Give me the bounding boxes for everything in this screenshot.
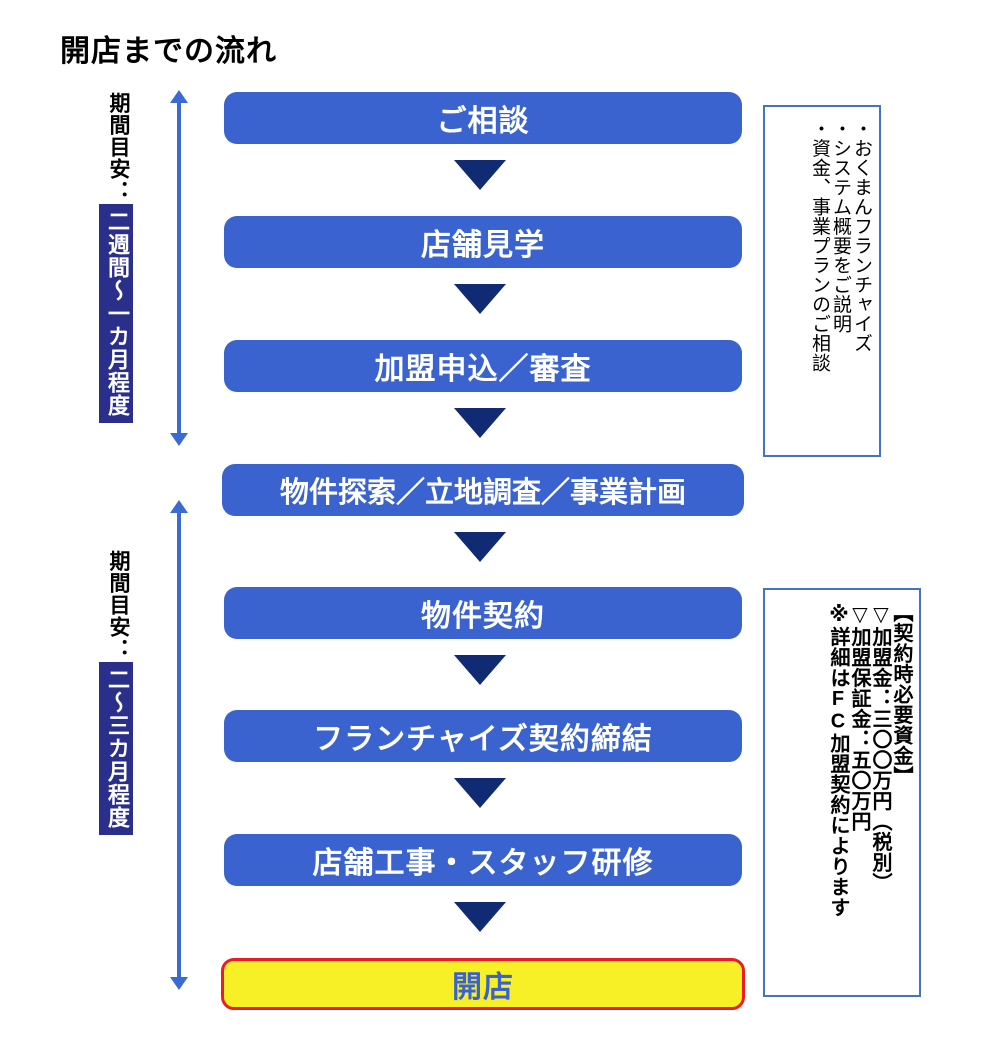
period-value-1: 二週間〜一カ月程度 [99,204,133,423]
scale-arrowhead-down-icon [170,977,188,990]
flow-arrow-1-icon [454,160,506,190]
flow-arrow-3-icon [454,408,506,438]
flow-arrow-2-icon [454,284,506,314]
flow-step-5[interactable]: 物件契約 [224,587,742,639]
flow-arrow-7-icon [454,902,506,932]
note-line: ※詳細はFC加盟契約によります [827,602,849,918]
note-box-consultation: ・おくまんフランチャイズ ・システム概要をご説明 ・資金、事業プランのご相談 [763,105,881,457]
scale-shaft [177,101,181,435]
scale-arrowhead-down-icon [170,433,188,446]
flow-step-2[interactable]: 店舗見学 [224,216,742,268]
scale-arrowhead-up-icon [170,90,188,103]
period-group-1: 期間目安： 二週間〜一カ月程度 [86,92,146,423]
flow-step-6[interactable]: フランチャイズ契約締結 [224,710,742,762]
page-title: 開店までの流れ [60,35,277,68]
period-caption-2: 期間目安： [107,550,130,660]
flow-arrow-6-icon [454,778,506,808]
period-value-2: 二〜三カ月程度 [99,662,133,835]
note-line: ▽加盟金：三〇〇万円（税別） [869,602,891,893]
flow-step-7[interactable]: 店舗工事・スタッフ研修 [224,834,742,886]
flow-step-4[interactable]: 物件探索／立地調査／事業計画 [222,464,744,516]
scale-shaft [177,511,181,979]
note-line: ・システム概要をご説明 [830,119,851,334]
period-scale-arrow-2 [170,500,188,990]
flow-step-3[interactable]: 加盟申込／審査 [224,340,742,392]
period-group-2: 期間目安： 二〜三カ月程度 [86,550,146,835]
note-line: 【契約時必要資金】 [890,602,912,787]
flow-step-8-opening[interactable]: 開店 [221,958,745,1010]
scale-arrowhead-up-icon [170,500,188,513]
note-box-contract-funds: 【契約時必要資金】 ▽加盟金：三〇〇万円（税別） ▽加盟保証金：五〇万円 ※詳細… [763,588,921,997]
flow-step-1[interactable]: ご相談 [224,92,742,144]
period-caption-1: 期間目安： [107,92,130,202]
period-scale-arrow-1 [170,90,188,446]
flow-arrow-5-icon [454,655,506,685]
note-line: ・おくまんフランチャイズ [851,119,872,353]
note-line: ▽加盟保証金：五〇万円 [848,602,870,832]
note-line: ・資金、事業プランのご相談 [809,119,830,373]
flow-arrow-4-icon [454,532,506,562]
